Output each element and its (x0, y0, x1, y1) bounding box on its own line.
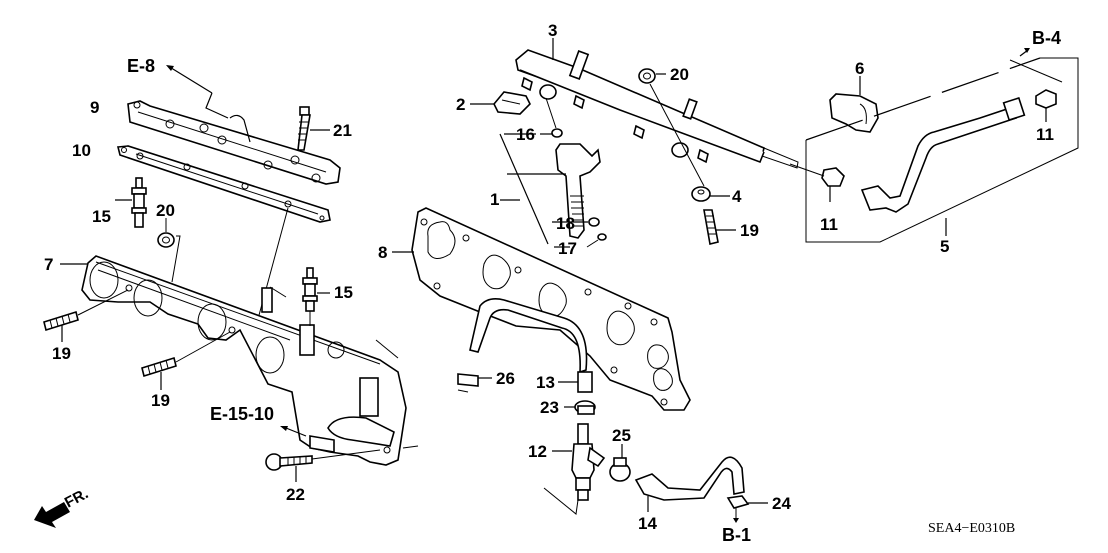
callout-13: 13 (536, 373, 555, 392)
callout-11b: 11 (1036, 125, 1054, 144)
stud-bolt-part-15-upper[interactable] (115, 177, 147, 228)
callout-26: 26 (496, 369, 515, 388)
fuel-feed-hose-part-5[interactable] (805, 57, 1079, 243)
nut-part-20-center[interactable] (638, 68, 705, 187)
callout-24: 24 (772, 494, 791, 513)
callout-15b: 15 (334, 283, 353, 302)
intake-manifold-part-7[interactable] (60, 255, 419, 466)
ref-b1-label: B-1 (722, 525, 751, 545)
front-direction-indicator: FR. (34, 485, 91, 528)
nut-part-20-left[interactable] (157, 218, 181, 283)
callout-8: 8 (378, 243, 387, 262)
clip-part-11-left[interactable] (789, 163, 845, 202)
callout-2: 2 (456, 95, 465, 114)
callout-14: 14 (638, 514, 657, 533)
callout-4: 4 (732, 187, 742, 206)
hose-clamp-part-24[interactable] (726, 495, 768, 509)
stud-bolt-part-19-left-a[interactable] (43, 289, 129, 342)
reference-arrow-e8[interactable]: E-8 (127, 56, 229, 119)
flange-bolt-part-22[interactable] (265, 449, 381, 482)
stud-bolt-part-15-lower[interactable] (302, 267, 330, 326)
callout-17: 17 (558, 239, 577, 258)
hose-clamp-part-23[interactable] (564, 400, 596, 415)
pcv-valve-part-12[interactable] (543, 423, 606, 515)
front-arrow-icon (34, 502, 70, 528)
hose-part-14[interactable] (634, 456, 745, 512)
reference-arrow-b1[interactable]: B-1 (722, 508, 751, 545)
callout-20a: 20 (156, 201, 175, 220)
callout-21: 21 (333, 121, 352, 140)
fuel-injector-part-1[interactable] (499, 97, 607, 248)
callout-1: 1 (490, 190, 499, 209)
callout-15a: 15 (92, 207, 111, 226)
callout-11a: 11 (820, 215, 838, 234)
stud-bolt-part-19-center[interactable] (703, 209, 736, 245)
ref-e1510-label: E-15-10 (210, 404, 274, 424)
callout-25: 25 (612, 426, 631, 445)
callout-12: 12 (528, 442, 547, 461)
bracket-part-2[interactable] (470, 91, 531, 115)
manifold-cover-part-9[interactable] (127, 100, 341, 185)
reference-arrow-b4[interactable]: B-4 (1009, 28, 1063, 83)
callout-10: 10 (72, 141, 91, 160)
callout-9: 9 (90, 98, 99, 117)
insulator-part-4[interactable] (691, 186, 730, 202)
stud-bolt-part-19-left-b[interactable] (141, 331, 231, 390)
diagram-code: SEA4−E0310B (928, 521, 1015, 536)
ref-e8-label: E-8 (127, 56, 155, 76)
cover-gasket-part-10[interactable] (116, 145, 331, 223)
callout-19a: 19 (52, 344, 71, 363)
hose-part-13[interactable] (469, 298, 593, 393)
reference-arrow-e1510[interactable]: E-15-10 (210, 404, 307, 437)
callout-7: 7 (44, 255, 53, 274)
callout-18: 18 (556, 214, 575, 233)
flange-bolt-part-21[interactable] (297, 106, 330, 151)
callout-22: 22 (286, 485, 305, 504)
callout-19c: 19 (740, 221, 759, 240)
callout-3: 3 (548, 21, 557, 40)
clamp-part-26[interactable] (457, 373, 492, 393)
callout-5: 5 (940, 237, 949, 256)
hose-clamp-part-25[interactable] (609, 444, 631, 482)
manifold-gasket-part-8[interactable] (392, 207, 691, 411)
callout-19b: 19 (151, 391, 170, 410)
fuel-rail-part-3[interactable] (515, 38, 799, 169)
clip-part-11-right[interactable] (1035, 89, 1057, 122)
ref-b4-label: B-4 (1032, 28, 1061, 48)
callout-6: 6 (855, 59, 864, 78)
callout-20b: 20 (670, 65, 689, 84)
callout-23: 23 (540, 398, 559, 417)
connector-cover-part-6[interactable] (829, 76, 879, 133)
callout-16: 16 (516, 125, 535, 144)
